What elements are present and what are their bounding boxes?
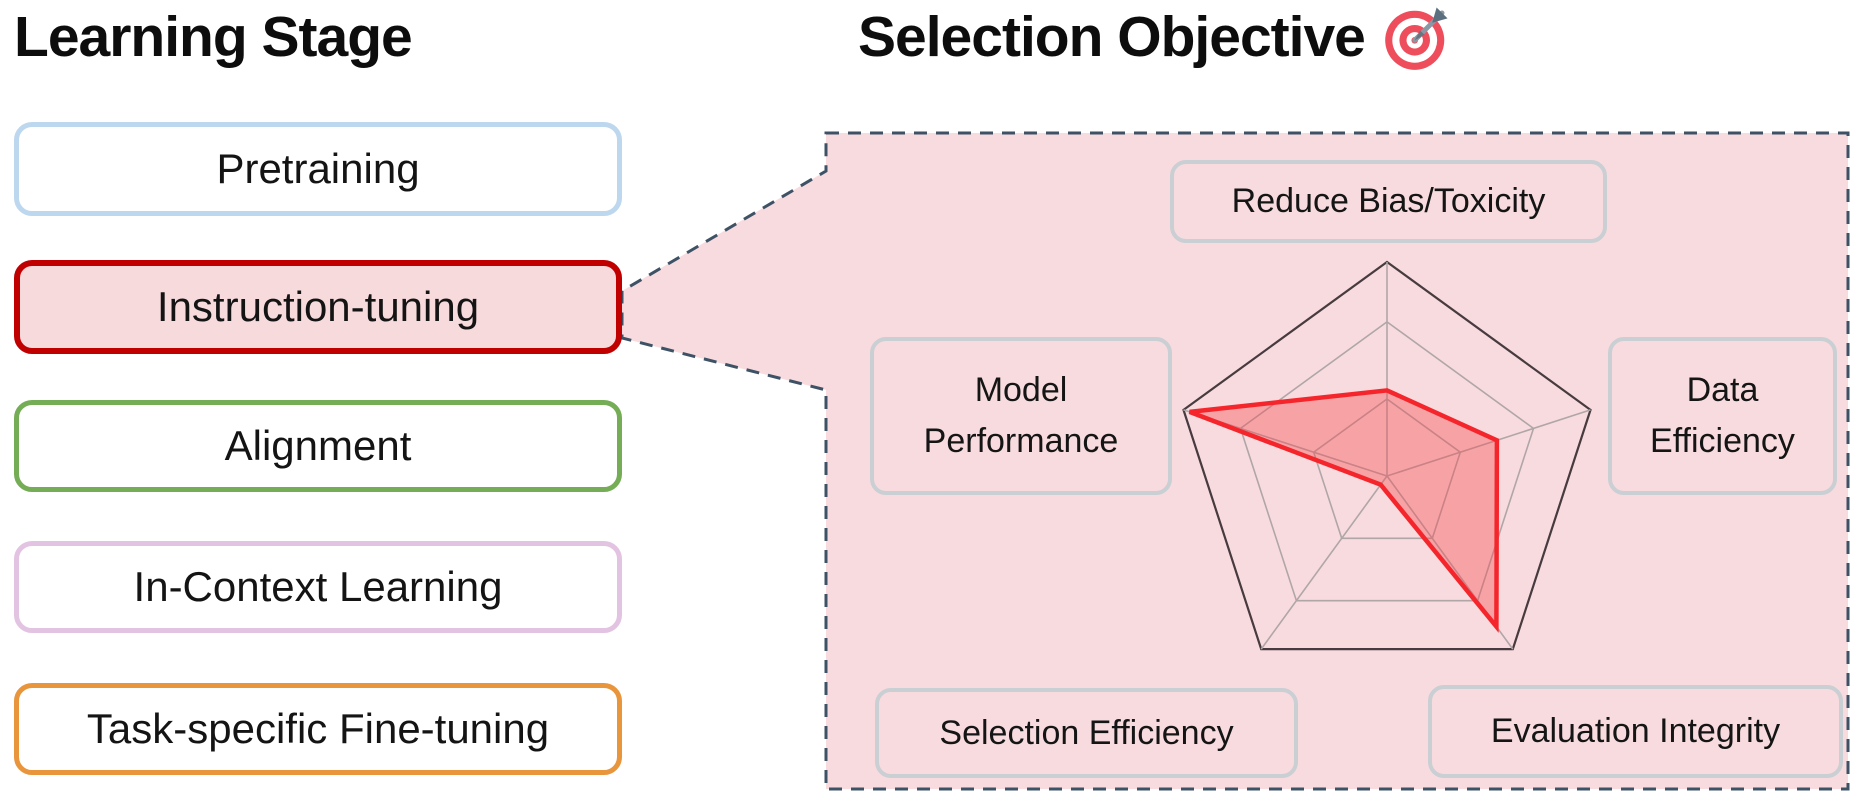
learning-stage-title: Learning Stage [14,5,413,69]
objective-box-evaluation-integrity: Evaluation Integrity [1428,685,1843,778]
objective-box-data-efficiency: Data Efficiency [1608,337,1837,495]
radar-chart [1182,260,1592,651]
radar-outer-ring [1182,260,1592,651]
objective-label: Evaluation Integrity [1490,712,1781,750]
stage-label: Task-specific Fine-tuning [86,704,550,752]
stage-label: Pretraining [216,144,420,192]
stage-label: Instruction-tuning [156,282,480,330]
stage-box-pretraining: Pretraining [14,122,622,216]
objective-label: Model Performance [923,371,1119,460]
objective-box-selection-efficiency: Selection Efficiency [875,688,1298,778]
target-icon [1385,7,1448,70]
stage-label: Alignment [224,421,412,469]
stage-box-in-context-learning: In-Context Learning [14,541,622,633]
stage-box-instruction-tuning-selected: Instruction-tuning [14,260,622,354]
radar-data-polygon [1188,388,1500,633]
objective-box-model-performance: Model Performance [870,337,1172,495]
callout-panel-outline [620,131,1850,791]
stage-label: In-Context Learning [133,562,503,610]
stage-box-task-specific-fine-tuning: Task-specific Fine-tuning [14,683,622,775]
radar-grid-ring [1312,398,1462,540]
objective-label: Reduce Bias/Toxicity [1231,182,1546,220]
objective-label: Data Efficiency [1650,371,1795,460]
radar-spoke [1260,475,1388,650]
radar-grid-ring [1239,320,1535,602]
selection-objective-title: Selection Objective [858,2,1453,72]
objective-box-reduce-bias-toxicity: Reduce Bias/Toxicity [1170,160,1607,243]
selection-objective-title-text: Selection Objective [858,5,1366,69]
objective-label: Selection Efficiency [939,713,1234,752]
stage-box-alignment: Alignment [14,400,622,492]
radar-spoke [1386,409,1591,477]
